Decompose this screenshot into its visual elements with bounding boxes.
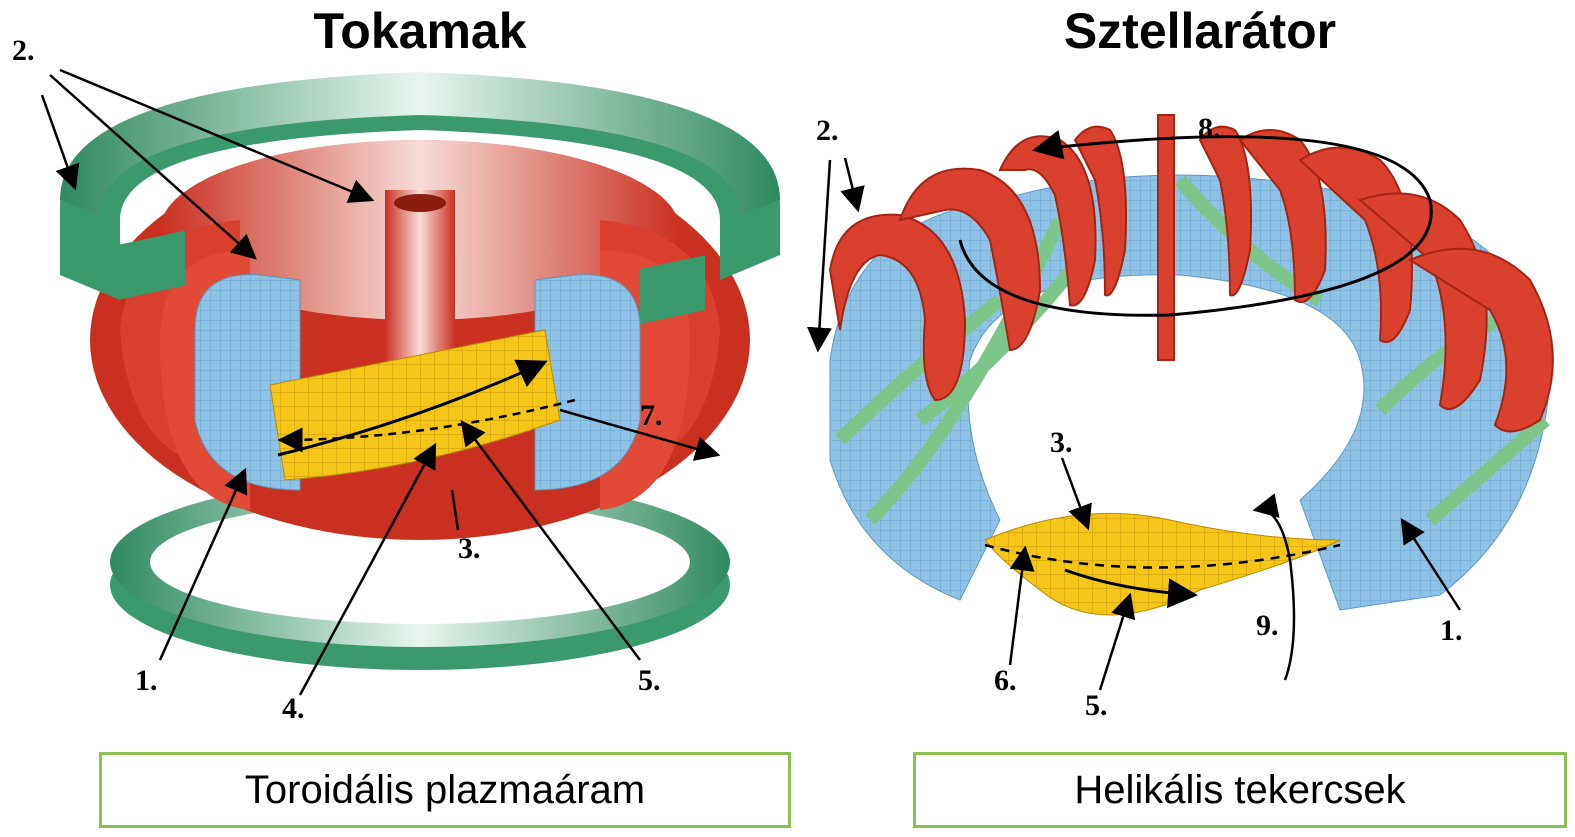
tokamak-label-1: 1. (135, 664, 158, 697)
tokamak-label-7: 7. (640, 399, 663, 432)
tokamak-label-2: 2. (12, 34, 35, 67)
plasma-stellarator (985, 513, 1340, 615)
stellarator-label-5: 5. (1085, 689, 1108, 722)
s-label-2-arrow-a (845, 158, 858, 210)
stellarator-label-6: 6. (994, 664, 1017, 697)
s-label-2-arrow-b (818, 160, 830, 350)
stellarator-label-1: 1. (1440, 614, 1463, 647)
tokamak-label-3: 3. (458, 532, 481, 565)
stellarator-label-8: 8. (1198, 112, 1221, 145)
stellarator-label-9: 9. (1256, 609, 1279, 642)
caption-helical-coils: Helikális tekercsek (913, 752, 1567, 828)
stellarator-label-2: 2. (816, 114, 839, 147)
label-2-arrow-c (42, 95, 75, 188)
stellarator-label-3: 3. (1050, 426, 1073, 459)
caption-left-text: Toroidális plazmaáram (245, 768, 645, 813)
tokamak-label-5: 5. (638, 664, 661, 697)
caption-toroidal-current: Toroidális plazmaáram (99, 752, 791, 828)
stellarator-diagram: 2. 8. 3. 9. 1. 6. 5. (816, 112, 1553, 722)
caption-right-text: Helikális tekercsek (1074, 768, 1405, 813)
tokamak-label-4: 4. (282, 692, 305, 725)
tokamak-diagram: 2. 1. 4. 3. 5. 7. (12, 34, 780, 725)
